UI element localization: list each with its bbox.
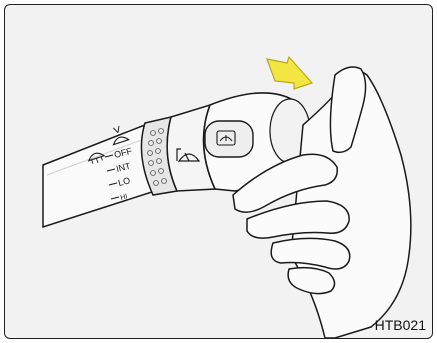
motion-arrow-icon [267, 57, 312, 89]
rear-washer-button [205, 121, 253, 157]
illustration-frame: OFF INT LO HI [4, 4, 433, 339]
figure-id-label: HTB021 [375, 317, 426, 333]
ring-finger [271, 238, 350, 269]
wiper-stalk-diagram: OFF INT LO HI [5, 5, 432, 338]
little-finger [288, 268, 334, 294]
